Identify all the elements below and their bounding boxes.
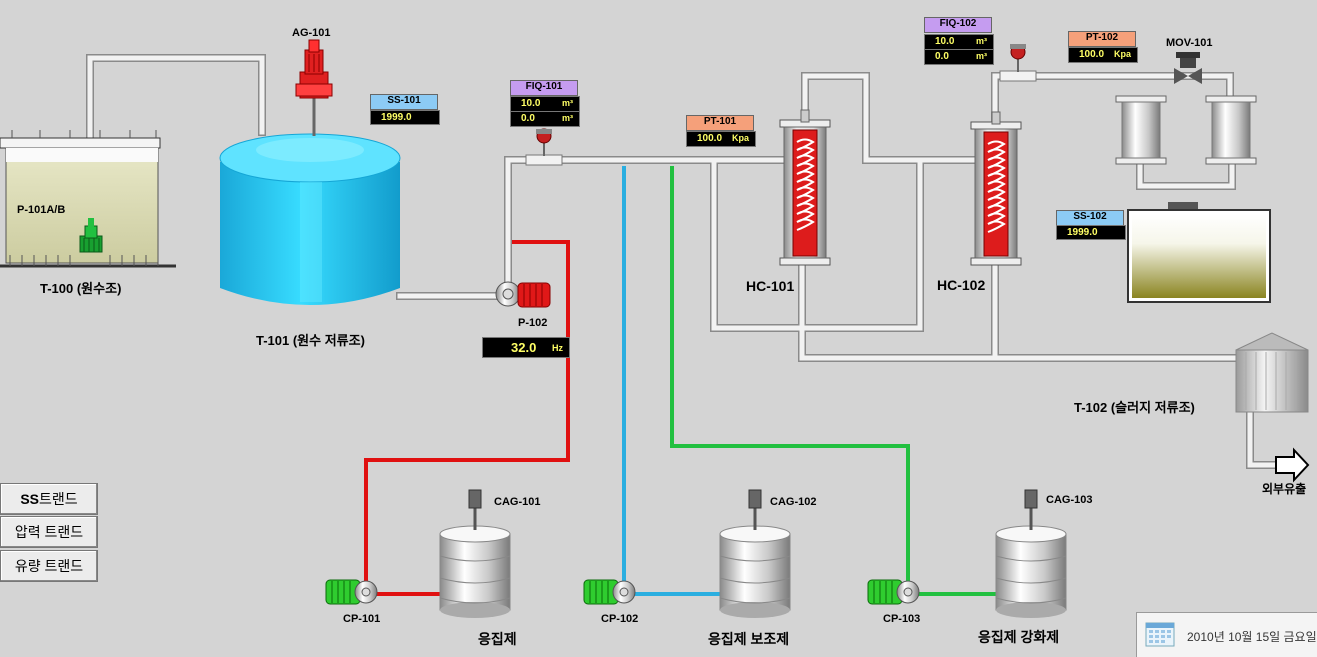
ss102-value[interactable]: 1999.0 xyxy=(1056,225,1126,240)
fiq101-rate-display[interactable]: 10.0 m³ xyxy=(510,96,580,112)
fiq102-total-display[interactable]: 0.0 m³ xyxy=(924,49,994,65)
pt102-value: 100.0 xyxy=(1079,49,1105,60)
filter-vessels[interactable] xyxy=(1115,95,1257,165)
t102-label: T-102 (슬러지 저류조) xyxy=(1074,400,1195,415)
cp102-label: CP-102 xyxy=(601,613,639,625)
red-dosing-line xyxy=(364,240,570,596)
fiq102-tag: FIQ-102 xyxy=(924,17,992,33)
pt102-unit: Kpa xyxy=(1113,49,1131,59)
fiq102-rate: 10.0 xyxy=(935,36,955,47)
fiq101-tag: FIQ-101 xyxy=(510,80,578,96)
ss-trend-suffix: 트랜드 xyxy=(39,491,78,507)
outlet-label: 외부유출 xyxy=(1262,482,1307,496)
pt101-value: 100.0 xyxy=(697,133,723,144)
t101-label: T-101 (원수 저류조) xyxy=(256,333,365,348)
fiq101-total-unit: m³ xyxy=(562,113,573,123)
fiq102-rate-display[interactable]: 10.0 m³ xyxy=(924,34,994,50)
cag102-drum[interactable] xyxy=(719,489,791,618)
cp103-label: CP-103 xyxy=(883,613,921,625)
mov101-label: MOV-101 xyxy=(1166,37,1213,49)
pt102-display[interactable]: 100.0 Kpa xyxy=(1068,47,1138,63)
t101-tank[interactable] xyxy=(219,133,401,305)
ss102-reading: 1999.0 xyxy=(1067,227,1098,238)
t102-silo[interactable] xyxy=(1235,332,1309,413)
hc101-column[interactable] xyxy=(779,109,831,266)
p102-speed-display[interactable]: 32.0 Hz xyxy=(482,337,570,358)
cag103-drum[interactable] xyxy=(995,489,1067,618)
cag102-label: CAG-102 xyxy=(770,496,817,508)
taskbar-clock[interactable]: 2010년 10월 15일 금요일 xyxy=(1136,612,1317,657)
ss-trend-prefix: SS xyxy=(20,491,40,507)
cp101-pump[interactable] xyxy=(325,579,378,605)
datetime-text: 2010년 10월 15일 금요일 xyxy=(1187,630,1317,644)
mov101-valve[interactable] xyxy=(1174,52,1202,84)
pt101-display[interactable]: 100.0 Kpa xyxy=(686,131,756,147)
fiq101-total: 0.0 xyxy=(521,113,535,124)
fiq101-rate: 10.0 xyxy=(521,98,541,109)
fiq102-flowmeter[interactable] xyxy=(999,44,1037,82)
cag101-label: CAG-101 xyxy=(494,496,541,508)
pt101-unit: Kpa xyxy=(731,133,749,143)
p102-speed-unit: Hz xyxy=(552,343,563,353)
chemical-3-label: 응집제 강화제 xyxy=(978,629,1060,645)
ss101-tag: SS-101 xyxy=(370,94,438,110)
fiq101-total-display[interactable]: 0.0 m³ xyxy=(510,111,580,127)
ss102-tag: SS-102 xyxy=(1056,210,1124,226)
outlet-arrow-icon xyxy=(1275,447,1310,483)
ss101-reading: 1999.0 xyxy=(381,112,412,123)
fiq102-total: 0.0 xyxy=(935,51,949,62)
p102-pump[interactable] xyxy=(495,281,551,308)
fiq102-total-unit: m³ xyxy=(976,51,987,61)
p102-label: P-102 xyxy=(518,317,548,329)
p101ab-label: P-101A/B xyxy=(17,204,66,216)
pt101-tag: PT-101 xyxy=(686,115,754,131)
fiq101-flowmeter[interactable] xyxy=(525,128,563,166)
pressure-trend-button[interactable]: 압력 트랜드 xyxy=(0,516,98,548)
p101ab-pump[interactable] xyxy=(79,218,103,253)
cp101-label: CP-101 xyxy=(343,613,381,625)
fiq102-rate-unit: m³ xyxy=(976,36,987,46)
pt102-tag: PT-102 xyxy=(1068,31,1136,47)
hc102-label: HC-102 xyxy=(937,277,986,293)
ss-trend-button[interactable]: SS 트랜드 xyxy=(0,483,98,515)
hc102-column[interactable] xyxy=(970,111,1022,266)
cag103-label: CAG-103 xyxy=(1046,494,1093,506)
ag101-label: AG-101 xyxy=(292,27,331,39)
chemical-2-label: 응집제 보조제 xyxy=(708,631,790,647)
cp102-pump[interactable] xyxy=(583,579,636,605)
ag101-agitator[interactable] xyxy=(295,39,333,136)
t100-label: T-100 (원수조) xyxy=(40,281,122,296)
sludge-tank[interactable] xyxy=(1127,202,1271,303)
hc101-label: HC-101 xyxy=(746,278,795,294)
cag101-drum[interactable] xyxy=(439,489,511,618)
fiq101-rate-unit: m³ xyxy=(562,98,573,108)
flow-trend-button[interactable]: 유량 트랜드 xyxy=(0,550,98,582)
green-dosing-line xyxy=(670,166,996,596)
chemical-1-label: 응집제 xyxy=(478,631,517,647)
ss101-value[interactable]: 1999.0 xyxy=(370,110,440,125)
calendar-icon xyxy=(1145,622,1175,647)
p102-speed-value: 32.0 xyxy=(511,340,537,355)
cp103-pump[interactable] xyxy=(867,579,920,605)
